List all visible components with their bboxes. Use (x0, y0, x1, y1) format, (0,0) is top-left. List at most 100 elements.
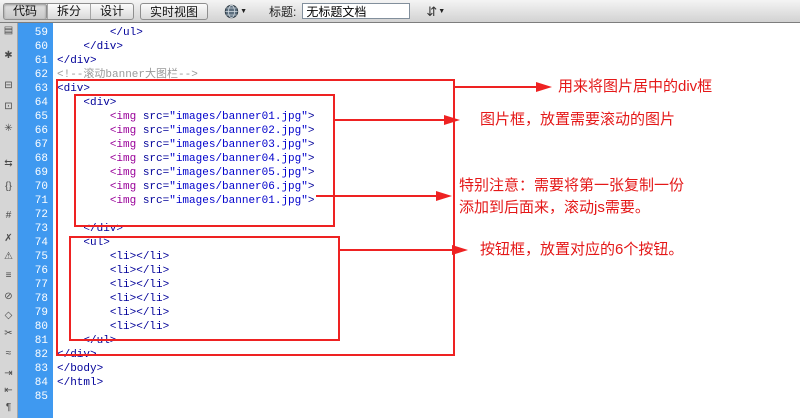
code-line[interactable]: <div> (57, 82, 90, 96)
code-token: src= (142, 167, 170, 179)
code-line[interactable]: <li></li> (57, 278, 169, 292)
line-number[interactable]: 72 (34, 209, 48, 221)
syntax-error-alerts-icon[interactable]: ⚠ (4, 251, 13, 262)
code-line[interactable]: <img src="images/banner04.jpg"> (57, 152, 315, 166)
line-number[interactable]: 69 (34, 167, 48, 179)
code-token: <li></li> (109, 265, 170, 277)
line-numbers-icon[interactable]: # (5, 210, 12, 221)
code-token: <img (109, 167, 143, 179)
collapse-selection-icon[interactable]: ⊡ (4, 101, 13, 112)
code-line[interactable]: </ul> (57, 26, 143, 40)
browser-compatibility-icon[interactable]: ✱ (4, 50, 13, 61)
view-mode-button-group: 代码 拆分 设计 (3, 2, 135, 20)
line-number[interactable]: 77 (34, 279, 48, 291)
line-number[interactable]: 61 (34, 55, 48, 67)
code-line[interactable]: </div> (57, 40, 123, 54)
format-source-code-icon[interactable]: ¶ (5, 402, 12, 413)
code-line[interactable]: <div> (57, 96, 116, 110)
code-line[interactable]: <li></li> (57, 320, 169, 334)
arrow-button-frame (340, 249, 456, 251)
code-line[interactable]: <img src="images/banner06.jpg"> (57, 180, 315, 194)
code-token: </div> (57, 55, 97, 67)
move-convert-css-icon[interactable]: ≈ (5, 348, 12, 359)
line-number-gutter: 59 60 61 62 63 64 65 66 67 68 69 70 71 72 73 74 75 76 77 78… (18, 23, 53, 418)
code-line[interactable]: <li></li> (57, 264, 169, 278)
code-line[interactable]: </ul> (57, 334, 116, 348)
arrow-image-frame-head (444, 115, 460, 125)
highlight-invalid-code-icon[interactable]: ✗ (4, 233, 13, 244)
line-number[interactable]: 66 (34, 125, 48, 137)
line-number[interactable]: 68 (34, 153, 48, 165)
code-line[interactable]: <li></li> (57, 250, 169, 264)
code-token: > (307, 195, 315, 207)
preview-in-browser-button[interactable]: ▼ (224, 4, 247, 19)
line-number[interactable]: 80 (34, 321, 48, 333)
line-number[interactable]: 62 (34, 69, 48, 81)
line-number[interactable]: 75 (34, 251, 48, 263)
code-line[interactable]: <img src="images/banner01.jpg"> (57, 194, 315, 208)
code-line[interactable]: </html> (57, 376, 103, 390)
design-view-button[interactable]: 设计 (90, 3, 133, 19)
expand-all-icon[interactable]: ✳ (4, 123, 13, 134)
arrow-center-div-head (536, 82, 552, 92)
chevron-down-icon: ▼ (240, 7, 247, 15)
code-editor[interactable]: </ul> </div></div><!--滚动banner大图栏--><div… (57, 23, 800, 418)
code-line[interactable]: <li></li> (57, 292, 169, 306)
file-management-button[interactable]: ⇵ ▼ (426, 5, 445, 18)
globe-icon (224, 4, 239, 19)
remove-comment-icon[interactable]: ⊘ (4, 291, 13, 302)
indent-code-icon[interactable]: ⇥ (4, 368, 13, 379)
line-number[interactable]: 79 (34, 307, 48, 319)
line-number[interactable]: 67 (34, 139, 48, 151)
line-number[interactable]: 70 (34, 181, 48, 193)
code-line[interactable]: <li></li> (57, 306, 169, 320)
arrow-special-note-head (436, 191, 452, 201)
line-number[interactable]: 71 (34, 195, 48, 207)
select-parent-tag-icon[interactable]: ⇆ (4, 158, 13, 169)
line-number[interactable]: 65 (34, 111, 48, 123)
code-token: "images/banner04.jpg" (169, 153, 308, 165)
line-number[interactable]: 85 (34, 391, 48, 403)
coding-toolbar: ▤ ✱ ⊟ ⊡ ✳ ⇆ {} # ✗ ⚠ ≡ ⊘ ◇ ✂ ≈ ⇥ ⇤ ¶ (0, 23, 18, 418)
line-number[interactable]: 78 (34, 293, 48, 305)
line-number[interactable]: 74 (34, 237, 48, 249)
collapse-full-tag-icon[interactable]: ⊟ (4, 80, 13, 91)
line-number[interactable]: 73 (34, 223, 48, 235)
line-number[interactable]: 83 (34, 363, 48, 375)
code-line[interactable]: <img src="images/banner01.jpg"> (57, 110, 315, 124)
apply-comment-icon[interactable]: ≡ (5, 270, 12, 281)
label-button-frame: 按钮框，放置对应的6个按钮。 (480, 241, 684, 258)
split-view-button[interactable]: 拆分 (47, 3, 90, 19)
code-token: <img (109, 181, 143, 193)
line-number[interactable]: 84 (34, 377, 48, 389)
code-view-button[interactable]: 代码 (4, 3, 48, 19)
line-number[interactable]: 82 (34, 349, 48, 361)
code-line[interactable]: <ul> (57, 236, 110, 250)
code-token: src= (142, 153, 170, 165)
line-number[interactable]: 60 (34, 41, 48, 53)
line-number[interactable]: 64 (34, 97, 48, 109)
line-number[interactable]: 63 (34, 83, 48, 95)
wrap-tag-icon[interactable]: ◇ (4, 310, 13, 321)
images-div-box (74, 94, 335, 227)
line-number[interactable]: 59 (34, 27, 48, 39)
recent-snippets-icon[interactable]: ✂ (4, 328, 13, 339)
line-number[interactable]: 76 (34, 265, 48, 277)
line-number[interactable]: 81 (34, 335, 48, 347)
code-token: <ul> (83, 237, 110, 249)
document-title-input[interactable] (302, 3, 411, 19)
code-token: <img (109, 195, 143, 207)
code-line[interactable]: <img src="images/banner03.jpg"> (57, 138, 315, 152)
code-line[interactable]: </body> (57, 362, 103, 376)
outdent-code-icon[interactable]: ⇤ (4, 385, 13, 396)
code-token: > (307, 125, 315, 137)
live-view-button[interactable]: 实时视图 (140, 2, 209, 20)
code-line[interactable]: <img src="images/banner05.jpg"> (57, 166, 315, 180)
balance-braces-icon[interactable]: {} (5, 181, 12, 192)
open-documents-icon[interactable]: ▤ (3, 25, 14, 36)
code-line[interactable]: </div> (57, 54, 97, 68)
code-line[interactable]: <!--滚动banner大图栏--> (57, 68, 198, 82)
code-line[interactable]: <img src="images/banner02.jpg"> (57, 124, 315, 138)
code-token: <li></li> (109, 251, 170, 263)
